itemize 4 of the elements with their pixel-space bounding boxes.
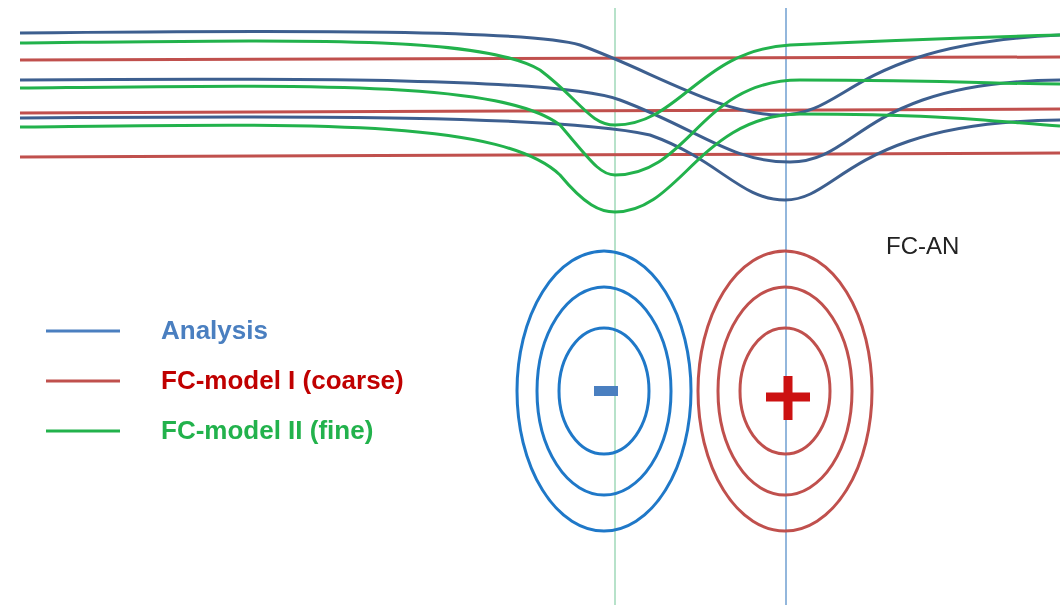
- legend-label: FC-model II (fine): [161, 415, 374, 446]
- legend-label: FC-model I (coarse): [161, 365, 404, 396]
- plot-label: FC-AN: [886, 232, 960, 260]
- legend-label: Analysis: [161, 315, 268, 346]
